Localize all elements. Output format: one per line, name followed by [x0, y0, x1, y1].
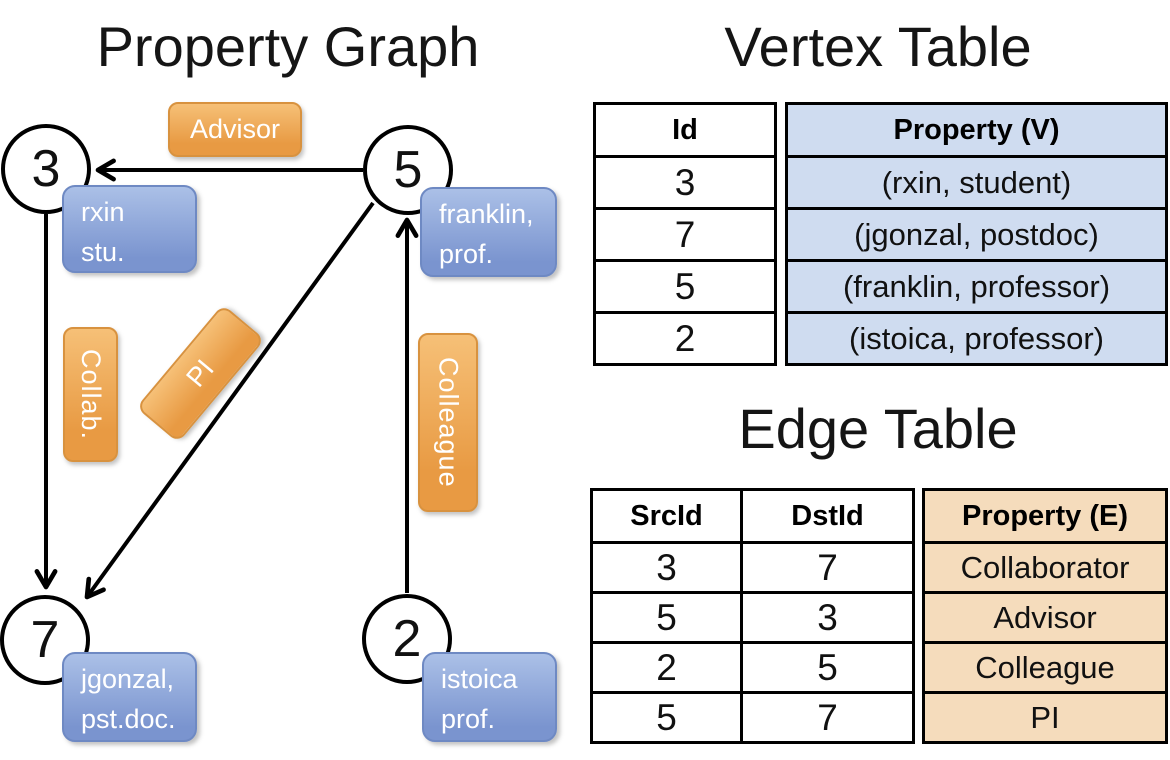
vertex-id-label: 5 — [393, 141, 423, 199]
property-box-istoica: istoica prof. — [422, 652, 557, 742]
vertex-property-cell: (istoica, professor) — [788, 311, 1165, 363]
vertex-node-3: 3 — [1, 124, 91, 214]
property-graph-title: Property Graph — [96, 15, 480, 78]
vertex-table-title: Vertex Table — [724, 15, 1032, 78]
property-line: istoica — [441, 664, 518, 694]
vertex-id-cell: 2 — [596, 311, 774, 363]
property-line: pst.doc. — [81, 704, 176, 734]
edge-srcid-cell: 2 — [593, 641, 740, 691]
property-line: prof. — [439, 239, 494, 269]
edge-table: SrcId DstId 3 7 5 3 2 5 5 7 Property (E) — [590, 488, 1168, 744]
edge-pi-5-to-7 — [84, 201, 375, 600]
vertex-property-cell: (rxin, student) — [788, 155, 1165, 207]
edge-table-title: Edge Table — [738, 397, 1018, 460]
edge-property-cell: Colleague — [925, 641, 1165, 691]
edge-dstid-cell: 3 — [740, 591, 912, 641]
edge-label-text: PI — [180, 353, 220, 393]
edge-label-text: Advisor — [189, 114, 281, 144]
edge-srcid-cell: 5 — [593, 691, 740, 741]
column-header-property-e: Property (E) — [925, 491, 1165, 541]
edge-property-cell: PI — [925, 691, 1165, 741]
edge-property-cell: Collaborator — [925, 541, 1165, 591]
vertex-id-label: 2 — [392, 610, 422, 668]
property-line: franklin, — [439, 199, 534, 229]
column-header-dstid: DstId — [740, 491, 912, 541]
edge-dstid-cell: 7 — [740, 691, 912, 741]
column-header-srcid: SrcId — [630, 499, 703, 532]
vertex-id-cell: 3 — [596, 155, 774, 207]
property-line: jgonzal, — [81, 664, 175, 694]
column-header-id: Id — [672, 113, 698, 146]
vertex-property-cell: (jgonzal, postdoc) — [788, 207, 1165, 259]
vertex-table-id-column: Id 3 7 5 2 — [593, 102, 777, 366]
vertex-id-cell: 5 — [596, 259, 774, 311]
edge-label-collab: Collab. — [63, 327, 118, 462]
vertex-id-label: 3 — [31, 140, 61, 198]
property-box-franklin: franklin, prof. — [420, 187, 557, 277]
edge-label-text: Colleague — [433, 357, 464, 488]
vertex-property-cell: (franklin, professor) — [788, 259, 1165, 311]
column-header-property-v: Property (V) — [788, 105, 1165, 155]
property-box-rxin: rxin stu. — [62, 185, 197, 273]
edge-dstid-cell: 5 — [740, 641, 912, 691]
edge-label-text: Collab. — [76, 348, 106, 441]
table-column-gap — [777, 102, 785, 366]
vertex-table-property-column: Property (V) (rxin, student) (jgonzal, p… — [785, 102, 1168, 366]
property-box-jgonzal: jgonzal, pst.doc. — [62, 652, 197, 742]
table-column-gap — [915, 488, 922, 744]
vertex-table: Id 3 7 5 2 Property (V) (rxin, student) … — [593, 102, 1168, 366]
vertex-id-cell: 7 — [596, 207, 774, 259]
vertex-id-label: 7 — [30, 611, 60, 669]
property-line: rxin — [81, 197, 125, 227]
edge-label-advisor: Advisor — [168, 102, 302, 157]
edge-table-ids-columns: SrcId DstId 3 7 5 3 2 5 5 7 — [590, 488, 915, 744]
edge-table-property-column: Property (E) Collaborator Advisor Collea… — [922, 488, 1168, 744]
property-line: prof. — [441, 704, 496, 734]
property-line: stu. — [81, 237, 125, 267]
edge-property-cell: Advisor — [925, 591, 1165, 641]
edge-label-colleague: Colleague — [418, 333, 478, 512]
edge-srcid-cell: 3 — [593, 541, 740, 591]
edge-dstid-cell: 7 — [740, 541, 912, 591]
edge-srcid-cell: 5 — [593, 591, 740, 641]
